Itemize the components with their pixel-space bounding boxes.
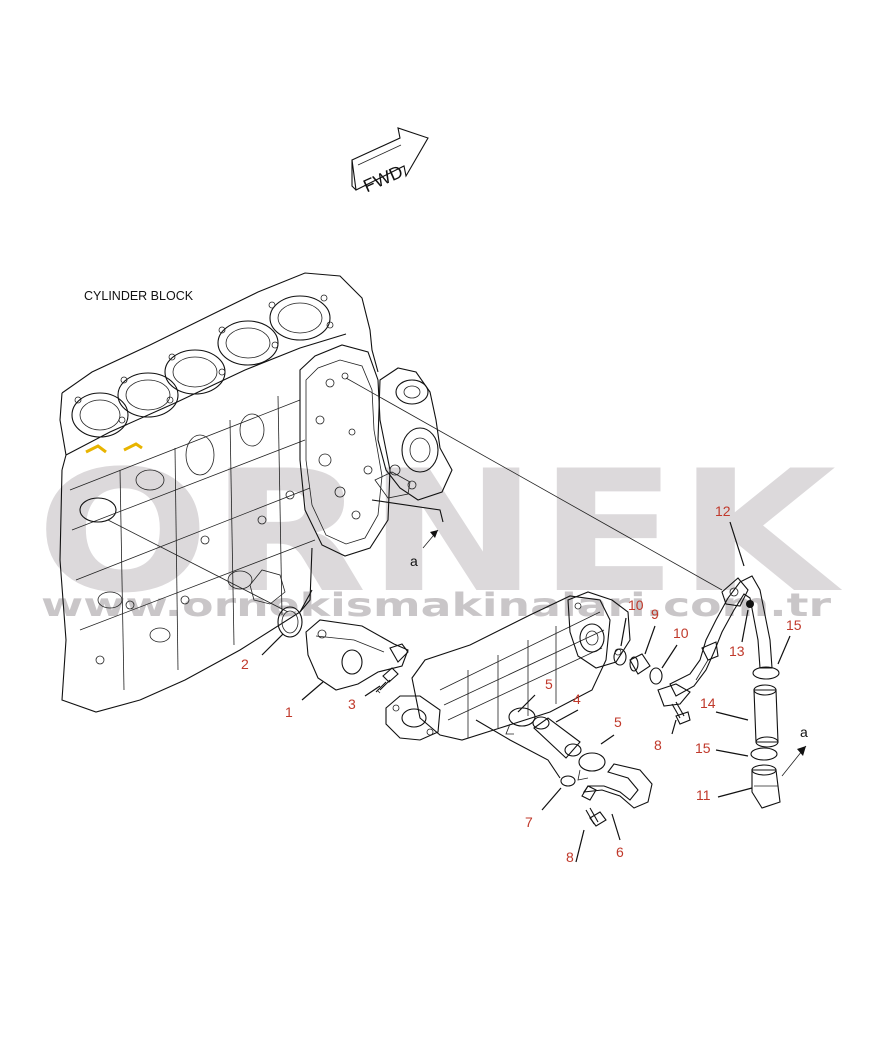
watermark-url: www.ornekismakinalari.com.tr bbox=[41, 586, 831, 624]
callout-15-lower: 15 bbox=[695, 740, 711, 756]
callout-9: 9 bbox=[651, 606, 659, 622]
watermark: ORNEK www.ornekismakinalari.com.tr bbox=[36, 434, 843, 630]
part-15-clamp-upper bbox=[752, 666, 780, 680]
callout-7: 7 bbox=[525, 814, 533, 830]
part-14-hose bbox=[753, 684, 779, 748]
callout-3: 3 bbox=[348, 696, 356, 712]
part-7-oring bbox=[560, 775, 576, 787]
cylinder-block-label: CYLINDER BLOCK bbox=[84, 289, 194, 303]
callout-numbers: 1 2 3 4 5 5 6 7 8 8 9 10 10 11 12 13 14 … bbox=[241, 503, 802, 865]
callout-8-lower: 8 bbox=[566, 849, 574, 865]
reference-a-upper: a bbox=[410, 553, 418, 569]
callout-15-upper: 15 bbox=[786, 617, 802, 633]
part-3-bolt bbox=[375, 667, 399, 694]
part-13-fitting bbox=[746, 600, 754, 608]
callout-14: 14 bbox=[700, 695, 716, 711]
reference-lines: a a bbox=[107, 377, 808, 777]
callout-6: 6 bbox=[616, 844, 624, 860]
watermark-brand: ORNEK bbox=[36, 434, 843, 630]
callout-5-lower: 5 bbox=[614, 714, 622, 730]
part-10-seal-left bbox=[613, 648, 627, 666]
part-12-pipe bbox=[669, 575, 773, 697]
cylinder-block-drawing bbox=[59, 272, 453, 713]
callout-leaders bbox=[261, 521, 791, 863]
fwd-label: FWD bbox=[360, 161, 406, 196]
callout-5-upper: 5 bbox=[545, 676, 553, 692]
part-1-bracket bbox=[305, 619, 409, 691]
part-6-tube bbox=[581, 763, 653, 809]
part-8-clamp-upper bbox=[657, 683, 691, 725]
callout-1: 1 bbox=[285, 704, 293, 720]
reference-a-lower: a bbox=[800, 724, 808, 740]
callout-8-upper: 8 bbox=[654, 737, 662, 753]
callout-12: 12 bbox=[715, 503, 731, 519]
callout-2: 2 bbox=[241, 656, 249, 672]
callout-10-right: 10 bbox=[673, 625, 689, 641]
part-4-hose bbox=[532, 716, 582, 759]
callout-4: 4 bbox=[573, 691, 581, 707]
part-2-gasket bbox=[277, 606, 303, 638]
part-8-bolt-lower bbox=[585, 807, 607, 827]
callout-13: 13 bbox=[729, 643, 745, 659]
part-9-nipple bbox=[629, 653, 651, 675]
part-11-elbow bbox=[751, 764, 781, 809]
fwd-arrow: FWD bbox=[351, 127, 429, 196]
part-10-seal-right bbox=[649, 667, 663, 685]
egr-cooler bbox=[385, 591, 631, 779]
callout-10-left: 10 bbox=[628, 597, 644, 613]
callout-11: 11 bbox=[696, 787, 711, 803]
part-5-clamp-lower bbox=[577, 752, 606, 781]
parts bbox=[277, 575, 781, 827]
part-15-clamp-lower bbox=[750, 747, 778, 761]
